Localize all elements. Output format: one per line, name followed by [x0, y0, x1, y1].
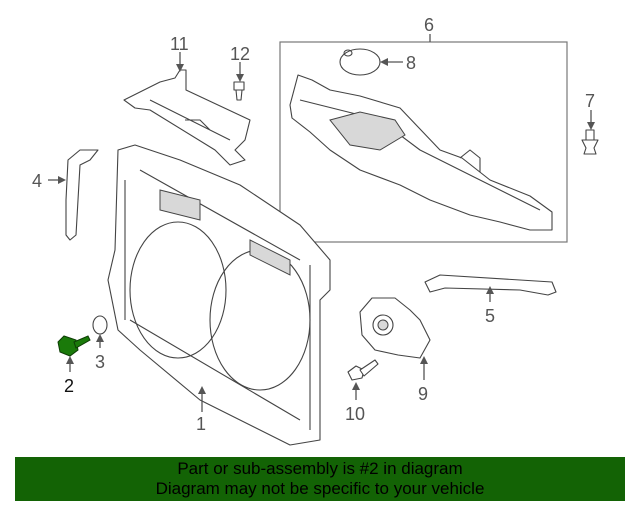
part-1-core-support[interactable]	[107, 144, 331, 446]
callout-11: 11	[170, 34, 189, 54]
callout-5: 5	[485, 306, 495, 326]
part-11-bracket[interactable]	[123, 69, 251, 166]
group-box-6	[279, 41, 568, 243]
part-7-clip[interactable]	[581, 129, 599, 155]
banner-line-part: Part or sub-assembly is #2 in diagram	[177, 459, 463, 478]
part-5-bar[interactable]	[424, 274, 557, 296]
callout-10: 10	[345, 404, 365, 424]
part-4-side-bracket[interactable]	[65, 149, 99, 241]
callout-4: 4	[32, 171, 42, 191]
part-3-ring[interactable]	[92, 315, 108, 335]
part-2-bolt[interactable]	[57, 335, 91, 357]
callout-6: 6	[424, 15, 434, 35]
part-8-cap[interactable]	[339, 48, 381, 76]
part-10-bolt[interactable]	[347, 359, 379, 381]
info-banner: Part or sub-assembly is #2 in diagram Di…	[15, 457, 625, 501]
part-6-upper-cover[interactable]	[289, 74, 553, 231]
callout-1: 1	[196, 414, 206, 434]
callout-9: 9	[418, 384, 428, 404]
callout-3: 3	[95, 352, 105, 372]
banner-line-disclaimer: Diagram may not be specific to your vehi…	[155, 479, 485, 498]
callout-leaders	[48, 34, 595, 412]
callout-7: 7	[585, 91, 595, 111]
callout-12: 12	[230, 44, 250, 64]
part-12-clip[interactable]	[233, 81, 245, 101]
callout-8: 8	[406, 53, 416, 73]
part-9-unit[interactable]	[359, 297, 431, 359]
callout-2: 2	[64, 376, 74, 396]
